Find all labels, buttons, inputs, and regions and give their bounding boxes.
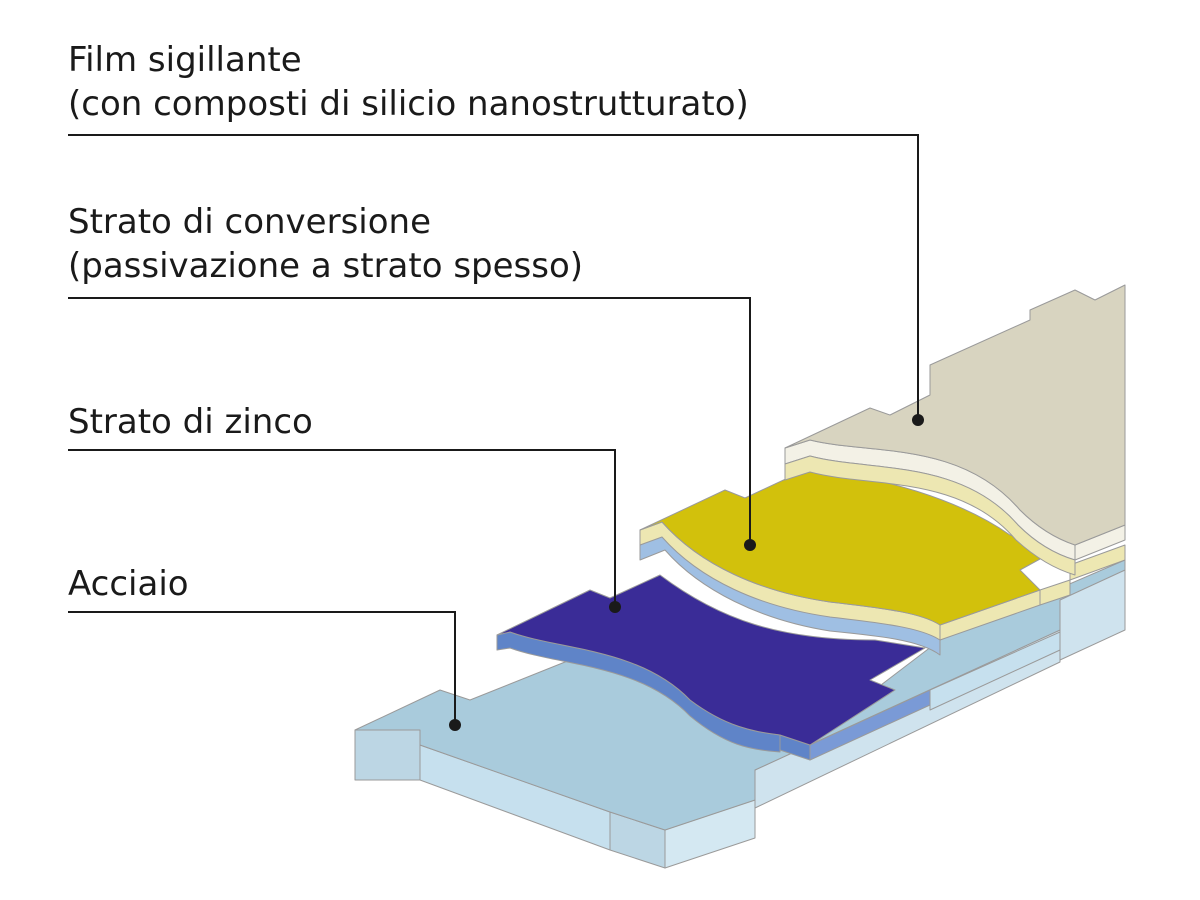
label-conversion-layer-subtitle: (passivazione a strato spesso) [68,246,584,286]
leader-line-zinc-layer [68,449,616,607]
label-conversion-layer: Strato di conversione (passivazione a st… [68,200,583,288]
leader-line-conversion-layer [68,297,751,545]
label-sealing-film-title: Film sigillante [68,40,302,80]
zinc-slab [496,574,1061,761]
pointer-dot-conversion-layer [744,539,756,551]
label-conversion-layer-title: Strato di conversione [68,202,431,242]
pointer-dot-sealing-film [912,414,924,426]
pointer-dot-zinc-layer [609,601,621,613]
conversion-slab [639,469,1126,656]
label-steel: Acciaio [68,562,189,606]
label-zinc-layer: Strato di zinco [68,400,313,444]
sealing-slab [784,284,1126,576]
leader-line-sealing-film [68,134,919,420]
leader-line-steel [68,611,456,725]
label-steel-title: Acciaio [68,564,189,604]
label-sealing-film: Film sigillante (con composti di silicio… [68,38,749,126]
label-zinc-layer-title: Strato di zinco [68,402,313,442]
label-sealing-film-subtitle: (con composti di silicio nanostrutturato… [68,84,749,124]
pointer-dot-steel [449,719,461,731]
